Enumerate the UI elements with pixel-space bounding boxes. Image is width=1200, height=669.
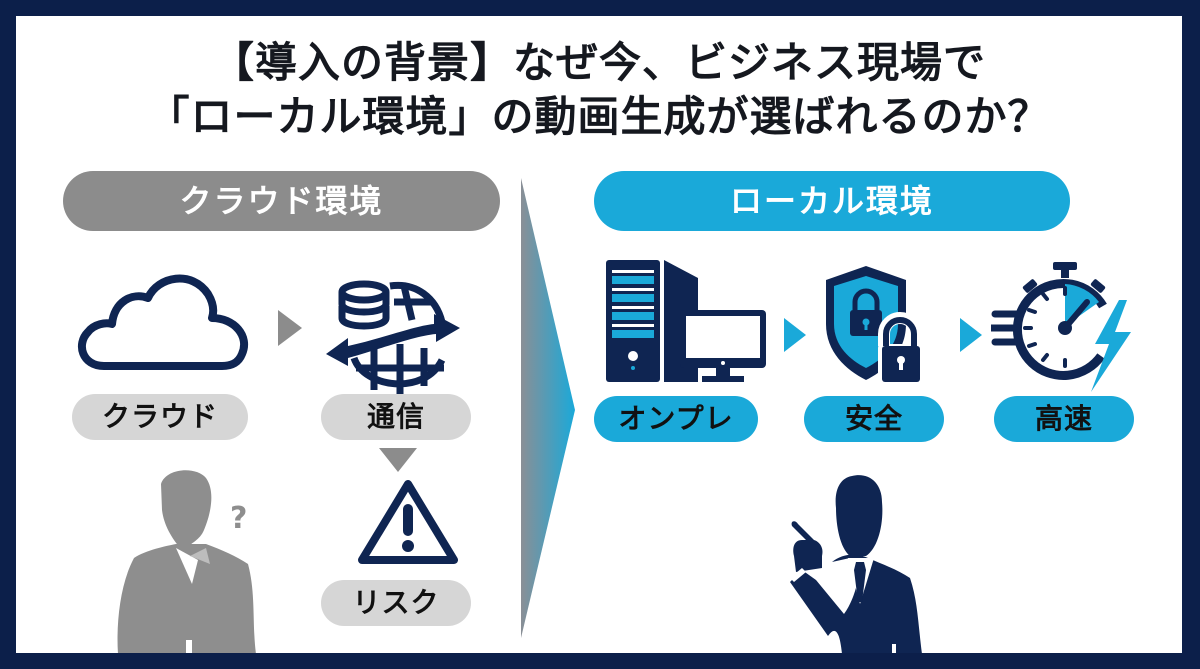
slide-panel: 【導入の背景】なぜ今、ビジネス現場で 「ローカル環境」の動画生成が選ばれるのか？…: [16, 16, 1182, 653]
title-line-1: 【導入の背景】なぜ今、ビジネス現場で: [211, 38, 986, 87]
cloud-label-pill: クラウド: [72, 394, 248, 440]
step-arrow-icon: [278, 310, 302, 350]
fast-label-pill: 高速: [994, 396, 1134, 442]
transition-arrow-icon: [521, 178, 581, 652]
slide-title: 【導入の背景】なぜ今、ビジネス現場で 「ローカル環境」の動画生成が選ばれるのか？: [16, 36, 1182, 144]
local-environment-header: ローカル環境: [594, 171, 1070, 231]
down-arrow-icon: [379, 448, 417, 476]
on-premise-label-pill: オンプレ: [594, 396, 758, 442]
communication-label-pill: 通信: [321, 394, 471, 440]
cloud-environment-header: クラウド環境: [63, 171, 500, 231]
warning-icon: [356, 478, 460, 572]
pointing-businessman-icon: [732, 474, 972, 653]
question-mark: ?: [230, 501, 247, 536]
safe-label-pill: 安全: [804, 396, 944, 442]
stopwatch-lightning-icon: [987, 262, 1131, 396]
shield-lock-icon: [820, 262, 930, 390]
network-transfer-icon: [324, 278, 464, 402]
title-line-2: 「ローカル環境」の動画生成が選ばれるのか？: [147, 92, 1051, 141]
cloud-icon: [74, 266, 254, 380]
server-computer-icon: [606, 260, 766, 388]
risk-label-pill: リスク: [321, 580, 471, 626]
step-arrow-icon: [784, 318, 806, 356]
confused-businessman-icon: ?: [106, 464, 286, 653]
step-arrow-icon: [960, 318, 982, 356]
